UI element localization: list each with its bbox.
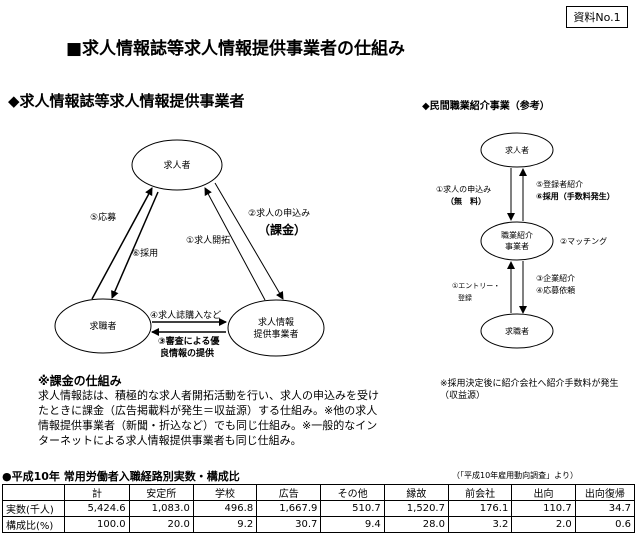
table-header: 安定所 xyxy=(128,484,194,501)
right-agency-node xyxy=(480,221,554,261)
table-cell: 100.0 xyxy=(64,516,130,533)
table-cell: 496.8 xyxy=(192,500,258,517)
arrow-hire xyxy=(111,191,159,299)
label-right-reg-2: ⑥採用（手数料発生） xyxy=(536,191,615,201)
charge-explanation-title: ※課金の仕組み xyxy=(38,374,122,388)
table-cell: 2.0 xyxy=(511,516,576,533)
right-agency-label-1: 職業紹介 xyxy=(501,230,533,240)
table-cell: 176.1 xyxy=(447,500,513,517)
label-right-reg-1: ⑤登録者紹介 xyxy=(536,179,583,189)
right-seeker-label: 求職者 xyxy=(505,326,529,336)
label-right-entry-2: 登録 xyxy=(458,293,472,302)
left-employer-node xyxy=(131,139,223,191)
label-charge: （課金） xyxy=(258,222,306,237)
label-application: ②求人の申込み xyxy=(248,207,310,219)
table-cell: 20.0 xyxy=(128,516,194,533)
label-right-co-1: ③企業紹介 xyxy=(536,273,575,283)
entry-route-table: 計 安定所 学校 広告 その他 縁故 前会社 出向 出向復帰 実数(千人) 5,… xyxy=(1,484,635,533)
table-header: 学校 xyxy=(192,484,258,501)
label-apply: ⑤応募 xyxy=(90,211,116,223)
table-row: 実数(千人) 5,424.6 1,083.0 496.8 1,667.9 510… xyxy=(1,500,635,517)
table-header xyxy=(1,484,66,501)
right-diagram-heading: ◆民間職業紹介事業（参考） xyxy=(422,101,550,112)
left-employer-label: 求人者 xyxy=(163,159,190,171)
table-cell: 9.2 xyxy=(192,516,258,533)
table-cell: 30.7 xyxy=(256,516,322,533)
table-title: ●平成10年 常用労働者入職経路別実数・構成比 xyxy=(2,470,240,483)
table-cell: 3.2 xyxy=(447,516,513,533)
left-seeker-label: 求職者 xyxy=(89,320,116,332)
left-provider-node xyxy=(227,299,325,357)
table-cell: 510.7 xyxy=(320,500,385,517)
table-header: その他 xyxy=(320,484,385,501)
row-label: 構成比(%) xyxy=(1,516,66,533)
right-agency-label-2: 事業者 xyxy=(505,241,529,251)
left-seeker-node xyxy=(54,298,152,354)
charge-explanation-body: 求人情報誌は、積極的な求人者開拓活動を行い、求人の申込みを受けたときに課金（広告… xyxy=(38,389,379,447)
table-cell: 110.7 xyxy=(511,500,576,517)
left-provider-label-2: 提供事業者 xyxy=(253,328,298,340)
table-header: 前会社 xyxy=(447,484,513,501)
left-diagram-heading: ◆求人情報誌等求人情報提供事業者 xyxy=(8,92,245,110)
arrow-job-open xyxy=(204,187,266,301)
row-label: 実数(千人) xyxy=(1,500,66,517)
label-hire: ⑥採用 xyxy=(132,247,158,259)
label-right-app-1: ①求人の申込み xyxy=(436,184,491,194)
table-cell: 5,424.6 xyxy=(64,500,130,517)
label-review-1: ③審査による優 xyxy=(158,335,220,347)
right-employer-node xyxy=(480,132,554,168)
table-cell: 1,667.9 xyxy=(256,500,322,517)
table-header-row: 計 安定所 学校 広告 その他 縁故 前会社 出向 出向復帰 xyxy=(1,484,635,501)
table-row: 構成比(%) 100.0 20.0 9.2 30.7 9.4 28.0 3.2 … xyxy=(1,516,635,533)
table-header: 出向 xyxy=(511,484,576,501)
table-cell: 9.4 xyxy=(320,516,385,533)
arrow-apply xyxy=(91,187,153,300)
table-cell: 1,520.7 xyxy=(383,500,449,517)
main-title: ■求人情報誌等求人情報提供事業者の仕組み xyxy=(66,39,406,59)
agency-fee-note: ※採用決定後に紹介会社へ紹介手数料が発生（収益源） xyxy=(440,379,619,401)
table-cell: 0.6 xyxy=(574,516,635,533)
right-seeker-node xyxy=(480,313,554,349)
label-purchase: ④求人誌購入など xyxy=(150,309,221,321)
document-label: 資料No.1 xyxy=(566,6,628,28)
table-cell: 34.7 xyxy=(574,500,635,517)
table-cell: 1,083.0 xyxy=(128,500,194,517)
table-source: （「平成10年雇用動向調査」より） xyxy=(452,471,579,480)
table-header: 縁故 xyxy=(383,484,449,501)
label-right-app-2: （無 料） xyxy=(446,196,486,206)
label-right-matching: ②マッチング xyxy=(560,236,607,246)
label-job-open: ①求人開拓 xyxy=(186,234,230,246)
table-header: 計 xyxy=(64,484,130,501)
label-right-entry-1: ①エントリー・ xyxy=(452,282,500,290)
table-cell: 28.0 xyxy=(383,516,449,533)
label-review-2: 良情報の提供 xyxy=(160,347,214,359)
right-employer-label: 求人者 xyxy=(505,145,529,155)
table-header: 出向復帰 xyxy=(574,484,635,501)
table-header: 広告 xyxy=(256,484,322,501)
arrow-application xyxy=(214,182,284,300)
left-provider-label-1: 求人情報 xyxy=(258,316,294,328)
label-right-co-2: ④応募依頼 xyxy=(536,285,575,295)
